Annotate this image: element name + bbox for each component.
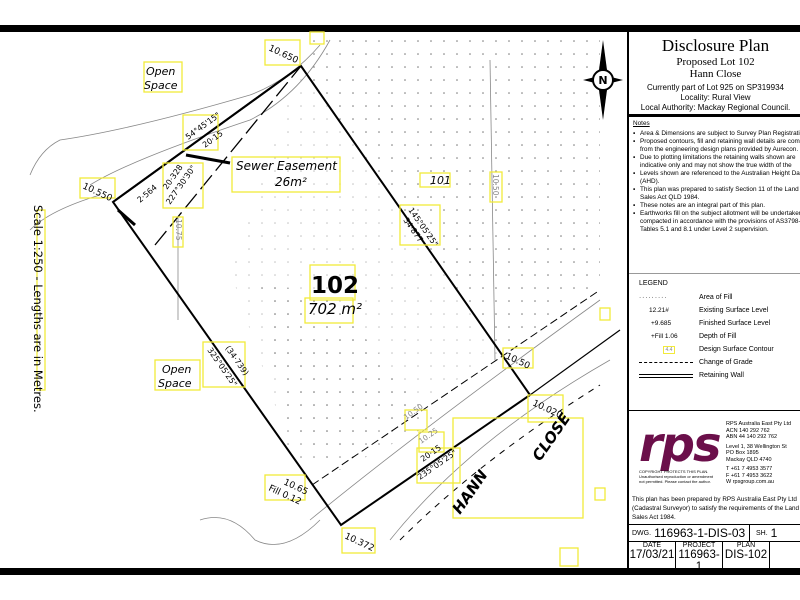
legend: LEGEND ········· Area of Fill 12.21# Exist…	[629, 274, 800, 406]
current-lot: Currently part of Lot 925 on SP319934	[647, 83, 784, 92]
legend-label: Area of Fill	[699, 294, 733, 301]
notes-heading: Notes	[633, 120, 650, 127]
notes-section: Notes Area & Dimensions are subject to S…	[629, 117, 800, 274]
top-border	[0, 25, 800, 32]
title-block: Disclosure Plan Proposed Lot 102 Hann Cl…	[629, 36, 800, 117]
note-item: This plan was prepared to satisfy Sectio…	[633, 186, 800, 202]
note-item: Due to plotting limitations the retainin…	[633, 154, 800, 170]
note-item: Proposed contours, fill and retaining wa…	[633, 138, 800, 154]
north-arrow: N	[583, 40, 623, 120]
street-subtitle: Hann Close	[689, 68, 742, 80]
level-label: 10.650	[267, 44, 300, 66]
plan-number: DIS-102	[724, 549, 768, 561]
scale-note: Scale 1:250 - Lengths are in Metres.	[31, 205, 45, 413]
drawing-number-row: DWG.116963-1-DIS-03 SH.1	[629, 524, 800, 542]
open-space-label: Space	[158, 377, 192, 390]
legend-label: Change of Grade	[699, 359, 753, 366]
legend-label: Retaining Wall	[699, 372, 744, 379]
copyright-notice: COPYRIGHT PROTECTS THIS PLAN. Unauthoris…	[639, 469, 714, 484]
project-number: 116963-1	[678, 549, 720, 568]
level-label: 10.372	[343, 532, 376, 554]
change-of-grade-symbol	[639, 362, 699, 363]
lot-subtitle: Proposed Lot 102	[676, 56, 755, 68]
drawing-date: 17/03/21	[629, 549, 675, 561]
sheet-number: 1	[770, 526, 778, 540]
legend-heading: LEGEND	[639, 280, 668, 287]
contour-label: 10.75	[174, 219, 183, 241]
bottom-border	[0, 568, 800, 575]
company-block: rps COPYRIGHT PROTECTS THIS PLAN. Unauth…	[629, 410, 800, 521]
drawing-number: 116963-1-DIS-03	[654, 526, 746, 540]
prepared-statement: This plan has been prepared by RPS Austr…	[632, 496, 799, 521]
adjacent-lot-number: 101	[430, 174, 451, 187]
open-space-label: Open	[162, 363, 191, 376]
retaining-wall-symbol	[639, 373, 699, 378]
lot-area: 702 m²	[308, 300, 362, 318]
legend-label: Existing Surface Level	[699, 307, 769, 314]
locality: Locality: Rural View	[680, 93, 751, 102]
open-space-label: Open	[146, 65, 175, 78]
street-name-hann: HANN	[449, 466, 492, 517]
open-space-label: Space	[144, 79, 178, 92]
title-panel: Disclosure Plan Proposed Lot 102 Hann Cl…	[627, 32, 800, 568]
note-item: These notes are an integral part of this…	[633, 202, 800, 210]
note-item: Levels shown are referenced to the Austr…	[633, 170, 800, 186]
legend-label: Design Surface Contour	[699, 346, 774, 353]
note-item: Earthworks fill on the subject allotment…	[633, 210, 800, 234]
site-plan: N Scale 1:250 - Lengths are in Metres. O…	[29, 31, 623, 567]
lot-number: 102	[311, 273, 359, 299]
change-of-grade-line	[311, 289, 601, 486]
local-authority: Local Authority: Mackay Regional Council…	[640, 103, 791, 112]
legend-label: Depth of Fill	[699, 333, 737, 340]
legend-symbol: +9.685	[651, 320, 672, 327]
contour-symbol: 4.4	[639, 346, 699, 354]
area-of-fill-symbol: ·········	[639, 294, 668, 301]
legend-label: Finished Surface Level	[699, 320, 771, 327]
level-label: 10.550	[81, 182, 114, 204]
legend-symbol: 12.21#	[649, 307, 669, 314]
plan-title: Disclosure Plan	[661, 36, 770, 55]
legend-symbol: +Fill 1.06	[651, 333, 678, 340]
north-label: N	[598, 74, 607, 87]
rps-logo: rps	[639, 417, 722, 473]
easement-label: Sewer Easement	[236, 159, 338, 173]
contour-label: 10.50	[491, 174, 500, 196]
easement-area: 26m²	[275, 175, 307, 189]
note-item: Area & Dimensions are subject to Survey …	[633, 130, 800, 138]
